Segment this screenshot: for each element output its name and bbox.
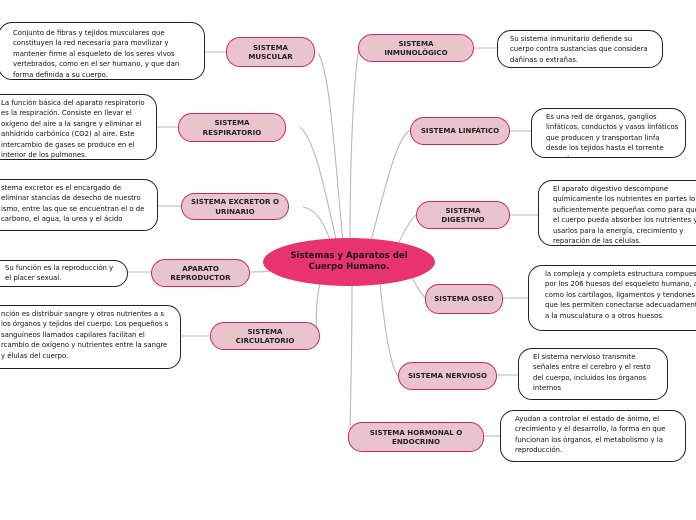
node-sistema-muscular[interactable]: SISTEMA MUSCULAR — [226, 37, 315, 67]
node-sistema-circulatorio[interactable]: SISTEMA CIRCULATORIO — [210, 322, 320, 350]
description-text: El aparato digestivo descompone químicam… — [553, 185, 696, 246]
node-label: SISTEMA RESPIRATORIO — [202, 118, 262, 137]
node-sistema-inmunologico[interactable]: SISTEMA INMUNOLÓGICO — [358, 34, 474, 62]
description-text: nción es distribuir sangre y otros nutri… — [1, 310, 169, 360]
desc-sistema-muscular: Conjunto de fibras y tejidos musculares … — [0, 22, 205, 80]
node-label: APARATO REPRODUCTOR — [170, 263, 231, 282]
node-label: SISTEMA NERVIOSO — [407, 371, 488, 381]
desc-sistema-excretor: stema excretor es el encargado de elimin… — [0, 179, 158, 231]
node-label: SISTEMA EXCRETOR O URINARIO — [191, 197, 279, 216]
node-label: SISTEMA CIRCULATORIO — [235, 326, 295, 345]
node-label: SISTEMA HORMONAL O ENDOCRINO — [369, 427, 463, 446]
desc-sistema-circulatorio: nción es distribuir sangre y otros nutri… — [0, 305, 181, 369]
description-text: Es una red de órganos, ganglios linfátic… — [546, 113, 679, 157]
node-sistema-digestivo[interactable]: SISTEMA DIGESTIVO — [416, 201, 510, 229]
description-text: Conjunto de fibras y tejidos musculares … — [13, 29, 180, 79]
desc-sistema-digestivo: El aparato digestivo descompone químicam… — [538, 180, 696, 246]
description-text: Su función es la reproducción y el place… — [5, 264, 114, 283]
node-sistema-oseo[interactable]: SISTEMA OSEO — [425, 284, 503, 314]
central-topic[interactable]: Sistemas y Aparatos del Cuerpo Humano. — [263, 238, 435, 286]
description-text: Su sistema inmunitario defiende su cuerp… — [510, 35, 648, 64]
node-label: SISTEMA LINFÁTICO — [420, 126, 500, 136]
node-sistema-excretor[interactable]: SISTEMA EXCRETOR O URINARIO — [181, 193, 289, 220]
node-label: SISTEMA OSEO — [434, 294, 494, 304]
central-topic-title: Sistemas y Aparatos del Cuerpo Humano. — [290, 250, 408, 272]
description-text: La función básica del aparato respirator… — [1, 99, 145, 160]
desc-sistema-linfatico: Es una red de órganos, ganglios linfátic… — [531, 108, 686, 158]
desc-sistema-oseo: la compleja y completa estructura compue… — [528, 265, 696, 331]
node-sistema-nervioso[interactable]: SISTEMA NERVIOSO — [398, 362, 497, 390]
node-label: SISTEMA INMUNOLÓGICO — [384, 38, 448, 57]
description-text: stema excretor es el encargado de elimin… — [1, 184, 145, 224]
node-aparato-reproductor[interactable]: APARATO REPRODUCTOR — [151, 259, 250, 287]
desc-sistema-nervioso: El sistema nervioso transmite señales en… — [518, 348, 668, 400]
desc-aparato-reproductor: Su función es la reproducción y el place… — [0, 260, 128, 287]
desc-sistema-inmunologico: Su sistema inmunitario defiende su cuerp… — [497, 30, 663, 68]
node-sistema-linfatico[interactable]: SISTEMA LINFÁTICO — [410, 117, 510, 145]
node-label: SISTEMA DIGESTIVO — [441, 205, 485, 224]
desc-sistema-endocrino: Ayudan a controlar el estado de ánimo, e… — [500, 410, 686, 462]
description-text: Ayudan a controlar el estado de ánimo, e… — [515, 415, 666, 455]
node-sistema-respiratorio[interactable]: SISTEMA RESPIRATORIO — [178, 113, 286, 142]
node-label: SISTEMA MUSCULAR — [248, 42, 293, 61]
description-text: El sistema nervioso transmite señales en… — [533, 353, 651, 393]
node-sistema-endocrino[interactable]: SISTEMA HORMONAL O ENDOCRINO — [348, 422, 484, 452]
description-text: la compleja y completa estructura compue… — [545, 270, 696, 320]
desc-sistema-respiratorio: La función básica del aparato respirator… — [0, 94, 157, 160]
